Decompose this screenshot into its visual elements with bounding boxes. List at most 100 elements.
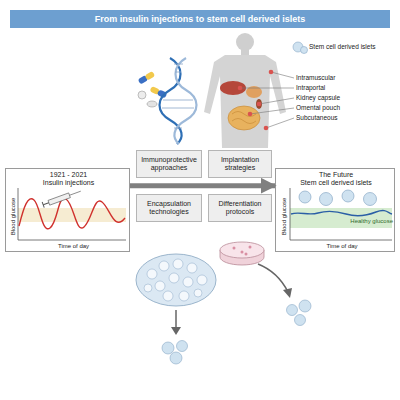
dna-strand [160, 58, 182, 144]
islet-cluster [287, 300, 312, 326]
leader-line [250, 108, 294, 114]
islet-sphere [173, 259, 183, 269]
chart-text: Time of day [288, 243, 396, 250]
box-label: Implantation strategies [211, 156, 269, 172]
dish-cell [249, 246, 252, 249]
islet-sphere [342, 190, 354, 202]
leader-line [271, 72, 294, 78]
intestine-organ [228, 106, 260, 130]
box-label: Immunoprotective approaches [139, 156, 199, 172]
chart-text: Time of day [16, 243, 131, 250]
dna-rung [174, 128, 182, 129]
glucose-curve [291, 210, 392, 215]
islet-sphere [179, 291, 189, 301]
chart-text: Healthy glucose [331, 218, 393, 225]
site-label: Kidney capsule [296, 94, 340, 101]
chart-axes [290, 188, 392, 240]
healthy-band [290, 208, 392, 228]
syringe-plunger [43, 203, 49, 205]
dna-rung [163, 100, 193, 101]
dna-rung [174, 64, 183, 65]
site-label: Omental pouch [296, 104, 340, 111]
syringe-plunger [42, 202, 44, 208]
process-box: Implantation strategies [208, 150, 272, 178]
site-marker [238, 86, 243, 91]
dna-rungs [162, 64, 194, 128]
pill-capsule [138, 71, 156, 85]
islet-icon [293, 42, 308, 54]
chart-axes [18, 188, 126, 240]
islet-sphere [194, 289, 202, 297]
islet-sphere [301, 47, 308, 54]
process-arrow [258, 264, 288, 292]
kidney-organ [256, 99, 262, 109]
process-box: Encapsulation technologies [136, 194, 202, 222]
dna-strand [174, 58, 196, 144]
chart-panel: 1921 - 2021Insulin injectionsBlood gluco… [5, 168, 130, 252]
encapsulation-capsule [136, 254, 216, 306]
syringe-icon [42, 188, 82, 207]
site-marker [269, 70, 274, 75]
chart-text: The Future [276, 171, 396, 179]
chart-background [5, 168, 130, 252]
dish-cell [241, 251, 244, 254]
dish-cell [233, 247, 236, 250]
islet-sphere [159, 261, 169, 271]
islet-sphere [147, 269, 157, 279]
islet-sphere [169, 273, 179, 283]
encapsulated-islets [144, 259, 207, 301]
flow-arrow [130, 183, 275, 188]
site-label: Intraportal [296, 84, 325, 91]
petri-dish [220, 242, 264, 258]
site-label: Subcutaneous [296, 114, 338, 121]
leader-line [259, 98, 294, 104]
leader-lines [240, 72, 294, 128]
process-box: Immunoprotective approaches [136, 150, 202, 178]
intestine-loops [232, 112, 256, 124]
site-label: Intramuscular [296, 74, 335, 81]
glucose-curve [19, 198, 125, 228]
leader-line [266, 118, 294, 128]
islet-sphere [170, 352, 182, 364]
pill-tablet [147, 101, 157, 107]
process-box: Differentiation protocols [208, 194, 272, 222]
body-head [236, 33, 254, 51]
axis-label: Blood glucose [10, 186, 17, 246]
islet-sphere [162, 342, 174, 354]
site-label: Stem cell derived islets [309, 43, 375, 50]
box-label: Encapsulation technologies [139, 200, 199, 216]
islet-sphere [183, 277, 193, 287]
pill-half [145, 71, 156, 81]
dish-cell [245, 253, 248, 256]
islet-sphere [287, 305, 298, 316]
islet-sphere [144, 284, 152, 292]
islet-sphere [197, 275, 207, 285]
islet-sphere [320, 193, 333, 206]
title-banner: From insulin injections to stem cell der… [10, 10, 390, 28]
site-marker [248, 112, 253, 117]
islet-sphere [177, 341, 188, 352]
islet-sphere [299, 191, 311, 203]
islet-sphere [163, 291, 173, 301]
islet-cluster [162, 341, 188, 365]
islet-spheres [299, 190, 377, 206]
leader-line [240, 88, 294, 89]
islet-sphere [187, 263, 197, 273]
syringe-barrel [48, 193, 70, 205]
syringe-needle [70, 191, 81, 195]
islet-sphere [299, 300, 311, 312]
islet-sphere [295, 315, 306, 326]
dish-cells [233, 246, 252, 256]
chart-text: Insulin injections [6, 179, 131, 187]
site-marker [264, 126, 269, 131]
chart-text: Stem cell derived islets [276, 179, 396, 187]
site-markers [238, 70, 274, 131]
chart-panel: The FutureStem cell derived isletsHealth… [275, 168, 395, 252]
islet-sphere [364, 193, 377, 206]
axis-label: Blood glucose [281, 186, 288, 246]
dna-rung [162, 108, 194, 109]
site-marker [257, 102, 262, 107]
